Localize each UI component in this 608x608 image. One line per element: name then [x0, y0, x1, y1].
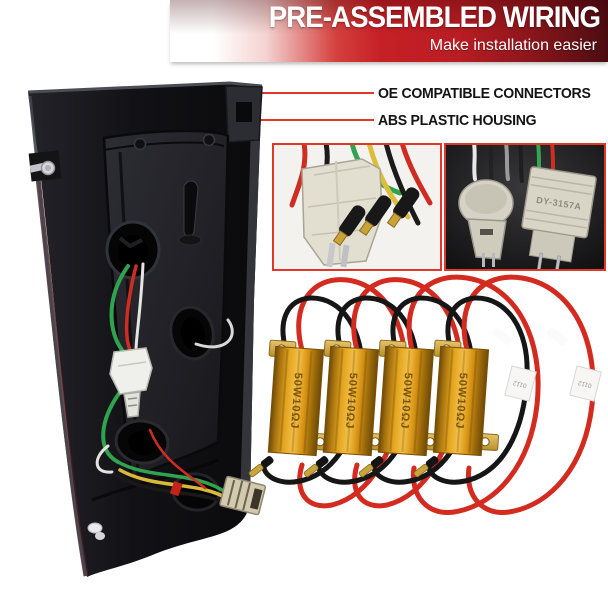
bulb-opening-lower [114, 419, 170, 465]
callout-label-housing: ABS PLASTIC HOUSING [378, 112, 537, 129]
banner-title: PRE-ASSEMBLED WIRING [268, 1, 601, 34]
bulb-socket-white [109, 347, 153, 418]
red-tape-wrap [169, 480, 183, 497]
mounting-stud [28, 150, 62, 182]
inset-oe-connectors-photo [272, 143, 442, 271]
upper-wires [101, 262, 234, 464]
callout-line-connectors [222, 92, 374, 94]
promo-banner: PRE-ASSEMBLED WIRING Make installation e… [170, 0, 608, 62]
lower-stud [87, 522, 105, 540]
bulb-opening-upper [105, 220, 161, 280]
callout-label-connectors: OE COMPATIBLE CONNECTORS [378, 85, 591, 102]
inset-abs-sockets-photo: DY-3157A [444, 143, 606, 271]
inset-b-socket-round [458, 179, 514, 267]
housing-details [133, 133, 216, 246]
callout-line-housing [254, 119, 374, 121]
inset-b-socket-wedge: DY-3157A [521, 166, 597, 269]
inset-a-terminals [332, 187, 420, 247]
banner-subtitle: Make installation easier [429, 37, 597, 54]
oe-connector [219, 475, 267, 516]
